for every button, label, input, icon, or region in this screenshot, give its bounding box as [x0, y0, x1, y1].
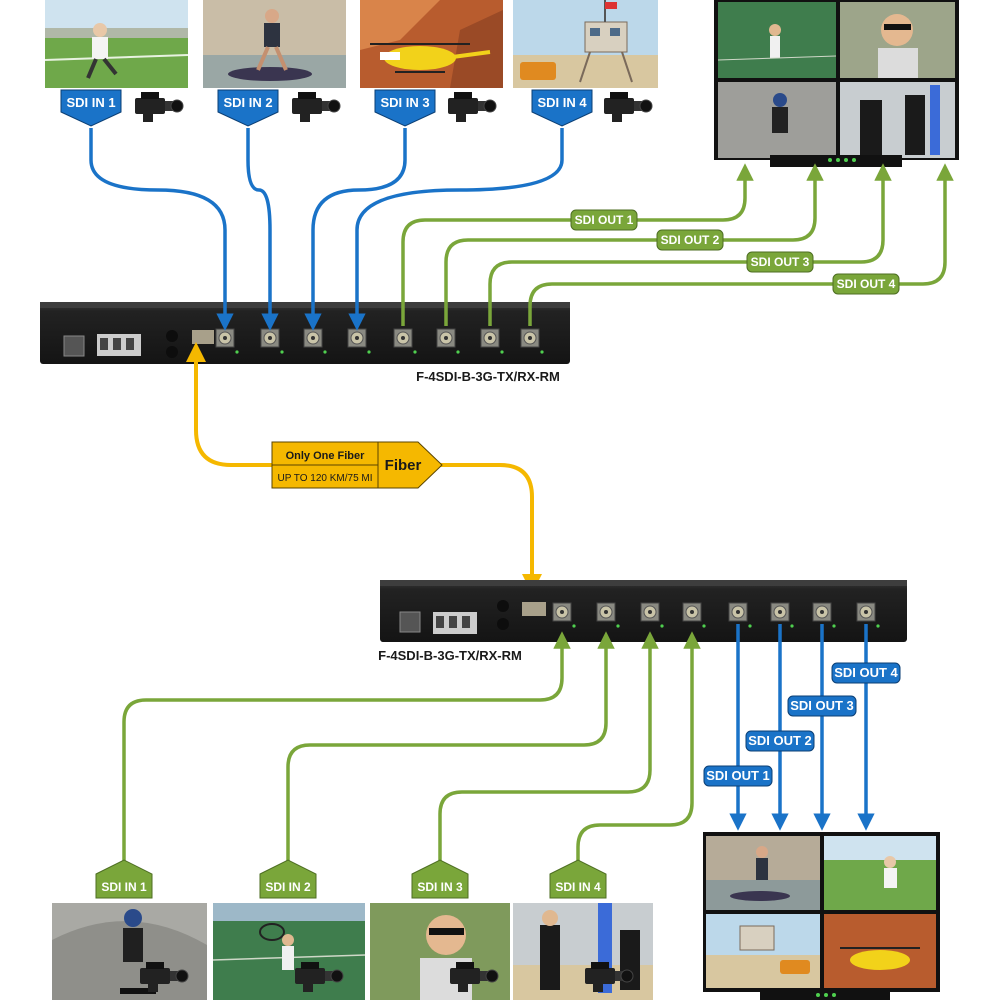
- top-input-label-4: SDI IN 4: [531, 89, 593, 127]
- camera-icon: [135, 92, 184, 122]
- top-source-1: [44, 0, 189, 88]
- top-output-label-3: SDI OUT 3: [746, 251, 814, 273]
- sunglasses-boy-photo: [370, 903, 510, 1000]
- camera-icon: [295, 962, 344, 992]
- tennis-photo: [212, 903, 366, 1000]
- bottom-quad-monitor: [703, 832, 940, 1000]
- top-input-cable-2: [246, 128, 279, 331]
- fiber-callout-line2: UP TO 120 KM/75 MI: [277, 473, 372, 484]
- bottom-input-cable-3: [438, 631, 659, 862]
- top-input-cable-1: [89, 128, 234, 331]
- bottom-input-label-text: SDI IN 1: [101, 880, 147, 894]
- power-inlet: [399, 611, 421, 633]
- skateboarder-photo: [52, 903, 207, 1000]
- device-model-label-bottom: F-4SDI-B-3G-TX/RX-RM: [378, 648, 522, 663]
- wetsuit-kids-photo: [513, 903, 653, 1000]
- bottom-output-label-text: SDI OUT 2: [748, 733, 812, 748]
- fiber-port-bottom: [522, 602, 546, 616]
- lifeguard-tower-photo: [513, 0, 658, 88]
- top-input-cable-3: [304, 128, 407, 331]
- soccer-player-photo: [44, 0, 189, 88]
- bottom-output-port-4: [856, 602, 880, 628]
- bottom-input-cable-4: [576, 631, 701, 862]
- top-output-label-text: SDI OUT 1: [575, 213, 634, 227]
- bottom-output-port-1: [728, 602, 752, 628]
- top-output-cable-3: [488, 163, 892, 326]
- bottom-input-cable-1: [122, 631, 571, 862]
- bottom-input-port-1: [552, 602, 576, 628]
- bottom-input-label-1: SDI IN 1: [95, 859, 153, 899]
- bottom-source-2: [212, 903, 366, 1000]
- device-model-label-top: F-4SDI-B-3G-TX/RX-RM: [416, 369, 560, 384]
- bottom-output-label-3: SDI OUT 3: [787, 695, 857, 717]
- bottom-output-label-text: SDI OUT 1: [706, 768, 770, 783]
- bottom-input-label-4: SDI IN 4: [549, 859, 607, 899]
- fiber-tag-label: Fiber: [385, 457, 422, 474]
- camera-icon: [140, 962, 189, 992]
- top-output-label-text: SDI OUT 3: [751, 255, 810, 269]
- bottom-input-port-4: [682, 602, 706, 628]
- top-output-cable-4: [528, 163, 954, 326]
- top-input-label-3: SDI IN 3: [374, 89, 436, 127]
- top-output-label-4: SDI OUT 4: [832, 273, 900, 295]
- top-source-2: [203, 0, 346, 88]
- camera-icon: [448, 92, 497, 122]
- top-output-label-text: SDI OUT 4: [837, 277, 896, 291]
- helicopter-photo: [360, 0, 503, 88]
- top-source-4: [513, 0, 658, 88]
- fiber-callout: Only One Fiber UP TO 120 KM/75 MI Fiber: [271, 441, 443, 489]
- top-output-label-1: SDI OUT 1: [570, 209, 638, 231]
- fiber-port-top: [192, 330, 214, 344]
- bottom-output-label-2: SDI OUT 2: [745, 730, 815, 752]
- bottom-output-label-4: SDI OUT 4: [831, 662, 901, 684]
- bottom-source-1: [52, 903, 207, 1000]
- top-input-label-text: SDI IN 3: [380, 95, 429, 110]
- bottom-input-label-text: SDI IN 2: [265, 880, 311, 894]
- bottom-output-label-1: SDI OUT 1: [703, 765, 773, 787]
- skimboarder-photo: [203, 0, 346, 88]
- top-input-label-text: SDI IN 1: [66, 95, 115, 110]
- fiber-callout-line1: Only One Fiber: [286, 450, 366, 462]
- bottom-output-label-text: SDI OUT 3: [790, 698, 854, 713]
- power-inlet: [63, 335, 85, 357]
- fiber-tag: [377, 441, 443, 489]
- camera-icon: [585, 962, 634, 992]
- top-input-label-1: SDI IN 1: [60, 89, 122, 127]
- top-input-cable-4: [348, 128, 564, 331]
- top-output-cable-2: [444, 163, 824, 326]
- bottom-input-cable-2: [286, 631, 615, 862]
- bottom-output-port-2: [770, 602, 794, 628]
- camera-icon: [292, 92, 341, 122]
- bottom-input-label-text: SDI IN 4: [555, 880, 601, 894]
- bottom-input-port-3: [640, 602, 664, 628]
- top-input-label-2: SDI IN 2: [217, 89, 279, 127]
- bottom-input-label-3: SDI IN 3: [411, 859, 469, 899]
- top-quad-monitor: [714, 0, 959, 167]
- bottom-input-label-text: SDI IN 3: [417, 880, 463, 894]
- monitor-base: [770, 155, 902, 167]
- top-input-label-text: SDI IN 4: [537, 95, 587, 110]
- top-output-label-text: SDI OUT 2: [661, 233, 720, 247]
- bottom-input-label-2: SDI IN 2: [259, 859, 317, 899]
- bottom-output-port-3: [812, 602, 836, 628]
- bottom-source-4: [513, 903, 653, 1000]
- top-source-3: [360, 0, 503, 88]
- camera-icon: [450, 962, 499, 992]
- bottom-output-label-text: SDI OUT 4: [834, 665, 898, 680]
- top-output-label-2: SDI OUT 2: [656, 229, 724, 251]
- bottom-source-3: [370, 903, 510, 1000]
- camera-icon: [604, 92, 653, 122]
- top-input-label-text: SDI IN 2: [223, 95, 272, 110]
- bottom-input-port-2: [596, 602, 620, 628]
